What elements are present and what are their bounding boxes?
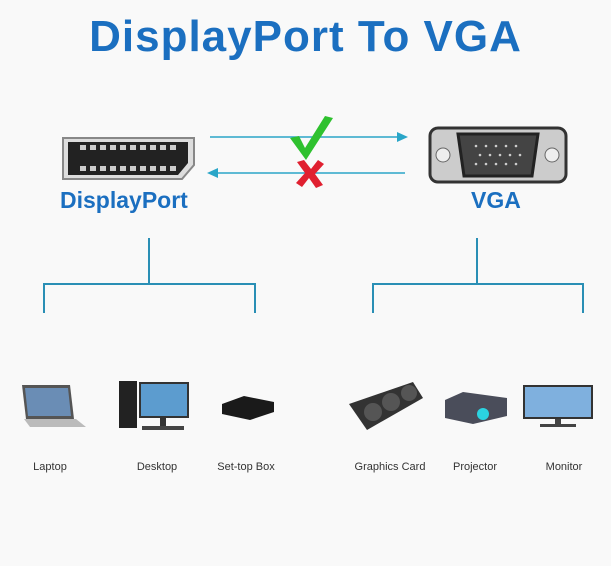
tree-line (254, 283, 256, 313)
device-label-projector: Projector (452, 461, 498, 473)
device-label-set-top-box: Set-top Box (217, 461, 275, 473)
graphics-card-icon (349, 382, 423, 430)
tree-line (476, 238, 478, 284)
tree-line (372, 283, 584, 285)
vga-label: VGA (471, 187, 521, 213)
direction-arrows (207, 116, 408, 188)
device-label-laptop: Laptop (33, 461, 67, 473)
laptop-icon (22, 385, 86, 427)
device-label-desktop: Desktop (136, 461, 178, 473)
tree-line (372, 283, 374, 313)
tree-line (43, 283, 256, 285)
page-title: DisplayPort To VGA (89, 12, 522, 61)
device-label-monitor: Monitor (545, 461, 583, 473)
tree-line (43, 283, 45, 313)
displayport-connector-icon (62, 137, 195, 180)
tree-line (148, 238, 150, 284)
desktop-icon (119, 381, 189, 430)
monitor-icon (523, 385, 593, 427)
cross-icon (296, 160, 324, 188)
set-top-box-icon (222, 396, 274, 420)
vga-connector-icon (428, 126, 568, 184)
check-icon (290, 116, 333, 160)
displayport-label: DisplayPort (60, 187, 188, 213)
device-label-graphics-card: Graphics Card (354, 461, 426, 473)
projector-icon (445, 392, 507, 424)
tree-line (582, 283, 584, 313)
